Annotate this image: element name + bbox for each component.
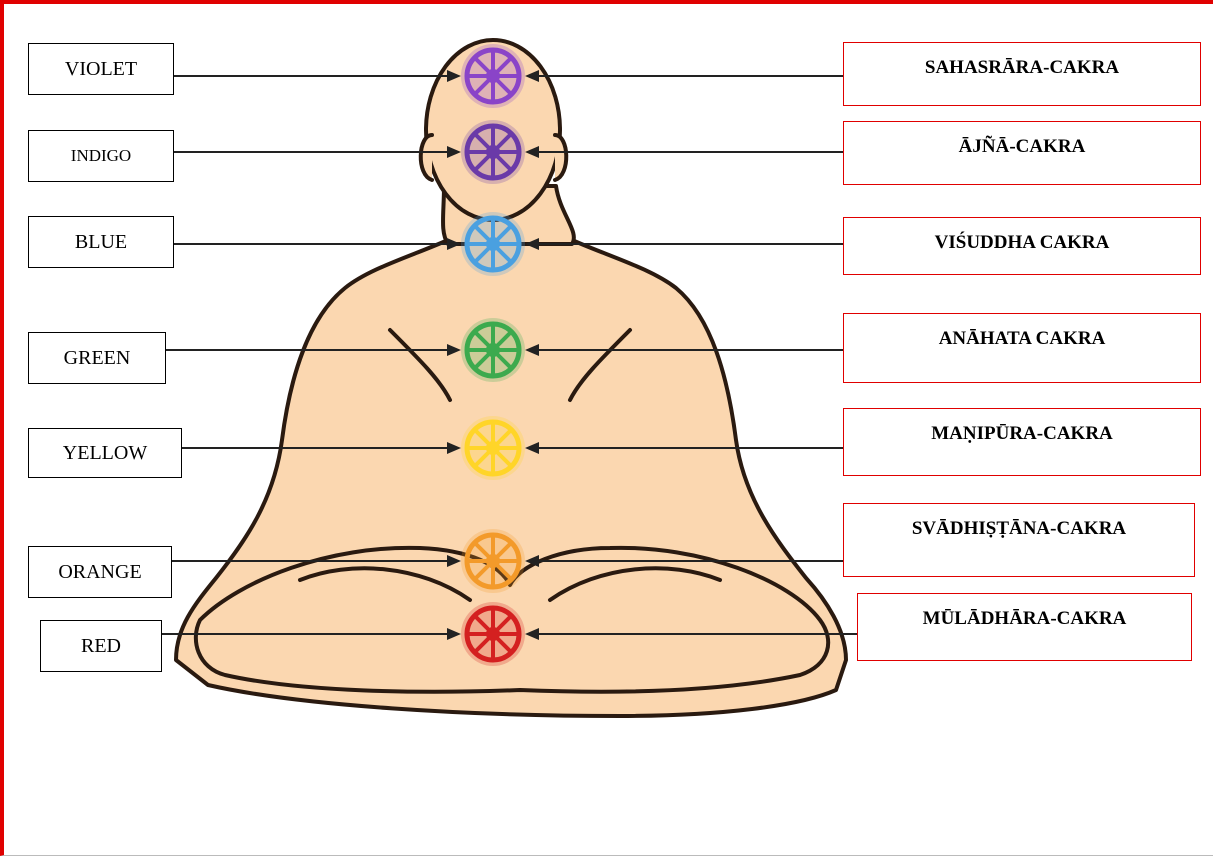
color-label-red: RED bbox=[40, 620, 162, 672]
chakra-name-orange: SVĀDHIṢṬĀNA-CAKRA bbox=[843, 503, 1195, 577]
chakra-wheel-layer bbox=[461, 44, 525, 666]
chakra-name-green: ANĀHATA CAKRA bbox=[843, 313, 1201, 383]
chakra-wheel-green bbox=[461, 318, 525, 382]
color-label-violet: VIOLET bbox=[28, 43, 174, 95]
chakra-name-violet: SAHASRĀRA-CAKRA bbox=[843, 42, 1201, 106]
color-label-indigo: INDIGO bbox=[28, 130, 174, 182]
chakra-wheel-violet bbox=[461, 44, 525, 108]
chakra-wheel-yellow bbox=[461, 416, 525, 480]
chakra-name-red: MŪLĀDHĀRA-CAKRA bbox=[857, 593, 1192, 661]
figure-ear-left bbox=[421, 135, 432, 180]
chakra-wheel-orange bbox=[461, 529, 525, 593]
color-label-blue: BLUE bbox=[28, 216, 174, 268]
color-label-orange: ORANGE bbox=[28, 546, 172, 598]
chakra-name-indigo: ĀJÑĀ-CAKRA bbox=[843, 121, 1201, 185]
chakra-name-blue: VIŚUDDHA CAKRA bbox=[843, 217, 1201, 275]
chakra-name-yellow: MAṆIPŪRA-CAKRA bbox=[843, 408, 1201, 476]
color-label-green: GREEN bbox=[28, 332, 166, 384]
chakra-wheel-indigo bbox=[461, 120, 525, 184]
color-label-yellow: YELLOW bbox=[28, 428, 182, 478]
figure-ear-right bbox=[555, 135, 566, 180]
chakra-wheel-red bbox=[461, 602, 525, 666]
chakra-wheel-blue bbox=[461, 212, 525, 276]
